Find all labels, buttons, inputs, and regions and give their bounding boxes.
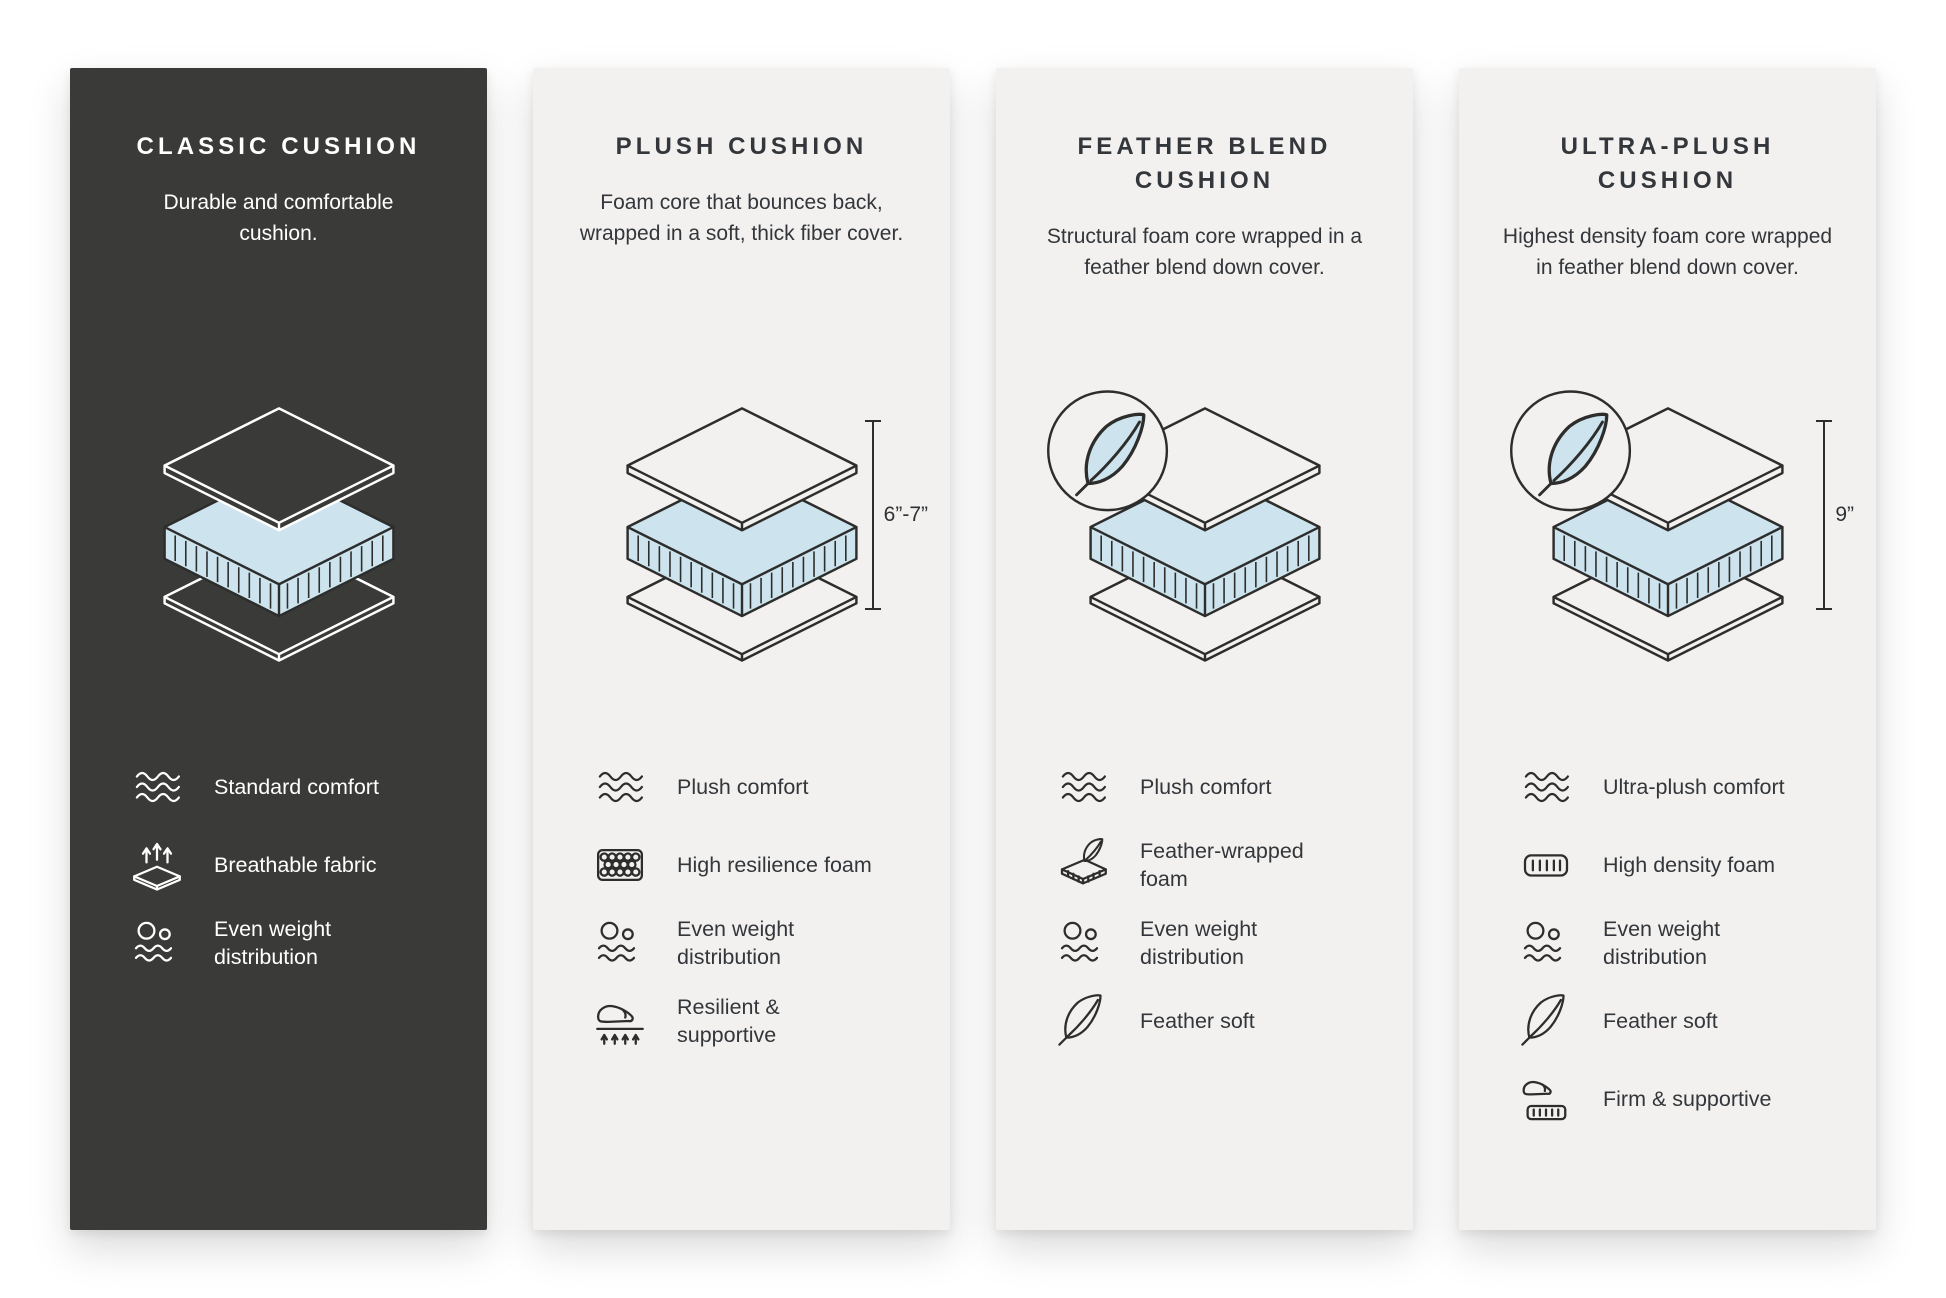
feature-item: Firm & supportive: [1515, 1070, 1836, 1128]
feature-label: Ultra-plush comfort: [1603, 774, 1785, 799]
waves-comfort-icon: [589, 759, 651, 815]
high-density-foam-icon: [1515, 837, 1577, 893]
feature-item: Ultra-plush comfort: [1515, 758, 1836, 816]
waves-comfort-icon: [1515, 759, 1577, 815]
feature-item: Even weight distribution: [126, 914, 447, 972]
feather-badge: [1046, 390, 1168, 512]
feature-label: Plush comfort: [677, 774, 809, 799]
high-resilience-foam-icon: [589, 837, 651, 893]
feather-badge: [1509, 390, 1631, 512]
cushion-layers-illustration: [1046, 390, 1321, 662]
card-title: ULTRA-PLUSH CUSHION: [1560, 133, 1775, 195]
cushion-layers-illustration: [162, 407, 395, 662]
card-title: PLUSH CUSHION: [615, 133, 868, 160]
cushion-layers-illustration: [625, 407, 858, 662]
feature-label: Feather soft: [1603, 1008, 1718, 1033]
feature-item: High density foam: [1515, 836, 1836, 894]
card-classic-cushion: CLASSIC CUSHION Durable and comfortable …: [70, 68, 487, 1230]
feature-label: Feather soft: [1140, 1008, 1255, 1033]
feature-label: Feather-wrapped foam: [1140, 838, 1304, 891]
feature-list: Plush comfort Feather-wrapped foam Even …: [1036, 758, 1373, 1050]
feature-label: Resilient & supportive: [677, 994, 780, 1047]
feature-item: Breathable fabric: [126, 836, 447, 894]
feature-list: Plush comfort High resilience foam Even …: [573, 758, 910, 1050]
feature-item: Standard comfort: [126, 758, 447, 816]
feature-label: Even weight distribution: [677, 916, 795, 969]
even-weight-icon: [1052, 915, 1114, 971]
feature-item: Plush comfort: [1052, 758, 1373, 816]
measurement-label: 6”-7”: [883, 503, 928, 526]
feather-wrapped-foam-icon: [1052, 837, 1114, 893]
card-feather-blend-cushion: FEATHER BLEND CUSHION Structural foam co…: [996, 68, 1413, 1230]
measurement-label: 9”: [1835, 503, 1854, 526]
feature-item: Even weight distribution: [589, 914, 910, 972]
feather-icon: [1052, 993, 1114, 1049]
cushion-illustration: 6”-7”: [573, 336, 928, 716]
card-ultra-plush-cushion: ULTRA-PLUSH CUSHION Highest density foam…: [1459, 68, 1876, 1230]
card-description: Structural foam core wrapped in a feathe…: [1046, 225, 1363, 279]
card-header: CLASSIC CUSHION Durable and comfortable …: [110, 130, 447, 336]
height-measurement: 9”: [1816, 420, 1854, 610]
feature-item: Even weight distribution: [1052, 914, 1373, 972]
measurement-line: [864, 420, 881, 610]
top-cover-layer: [162, 407, 395, 532]
even-weight-icon: [126, 915, 188, 971]
feature-label: Firm & supportive: [1603, 1086, 1772, 1111]
card-header: ULTRA-PLUSH CUSHION Highest density foam…: [1499, 130, 1836, 336]
firm-hand-icon: [1515, 1071, 1577, 1127]
feature-label: High density foam: [1603, 852, 1776, 877]
top-cover-layer: [625, 407, 858, 532]
card-description: Highest density foam core wrapped in fea…: [1502, 225, 1833, 279]
card-description: Durable and comfortable cushion.: [163, 191, 394, 245]
height-measurement: 6”-7”: [864, 420, 928, 610]
feature-item: Feather-wrapped foam: [1052, 836, 1373, 894]
card-header: FEATHER BLEND CUSHION Structural foam co…: [1036, 130, 1373, 336]
feature-list: Standard comfort Breathable fabric Even …: [110, 758, 447, 972]
measurement-line: [1816, 420, 1833, 610]
feature-label: Even weight distribution: [1140, 916, 1258, 969]
feature-item: Feather soft: [1052, 992, 1373, 1050]
even-weight-icon: [1515, 915, 1577, 971]
even-weight-icon: [589, 915, 651, 971]
feature-label: Breathable fabric: [214, 852, 377, 877]
card-plush-cushion: PLUSH CUSHION Foam core that bounces bac…: [533, 68, 950, 1230]
waves-comfort-icon: [1052, 759, 1114, 815]
cushion-illustration: [110, 336, 447, 716]
card-header: PLUSH CUSHION Foam core that bounces bac…: [573, 130, 910, 336]
cushion-illustration: [1036, 336, 1373, 716]
feature-item: Even weight distribution: [1515, 914, 1836, 972]
feature-item: High resilience foam: [589, 836, 910, 894]
resilient-hand-icon: [589, 993, 651, 1049]
feature-item: Feather soft: [1515, 992, 1836, 1050]
card-description: Foam core that bounces back, wrapped in …: [579, 191, 904, 245]
breathable-fabric-icon: [126, 837, 188, 893]
feature-label: Plush comfort: [1140, 774, 1272, 799]
feature-label: Even weight distribution: [214, 916, 332, 969]
feature-item: Plush comfort: [589, 758, 910, 816]
feature-list: Ultra-plush comfort High density foam Ev…: [1499, 758, 1836, 1128]
feature-item: Resilient & supportive: [589, 992, 910, 1050]
feather-icon: [1515, 993, 1577, 1049]
waves-comfort-icon: [126, 759, 188, 815]
feature-label: Standard comfort: [214, 774, 379, 799]
card-title: CLASSIC CUSHION: [136, 133, 421, 160]
feature-label: Even weight distribution: [1603, 916, 1721, 969]
cushion-illustration: 9”: [1499, 336, 1854, 716]
cushion-layers-illustration: [1509, 390, 1784, 662]
feature-label: High resilience foam: [677, 852, 872, 877]
card-title: FEATHER BLEND CUSHION: [1077, 133, 1332, 195]
